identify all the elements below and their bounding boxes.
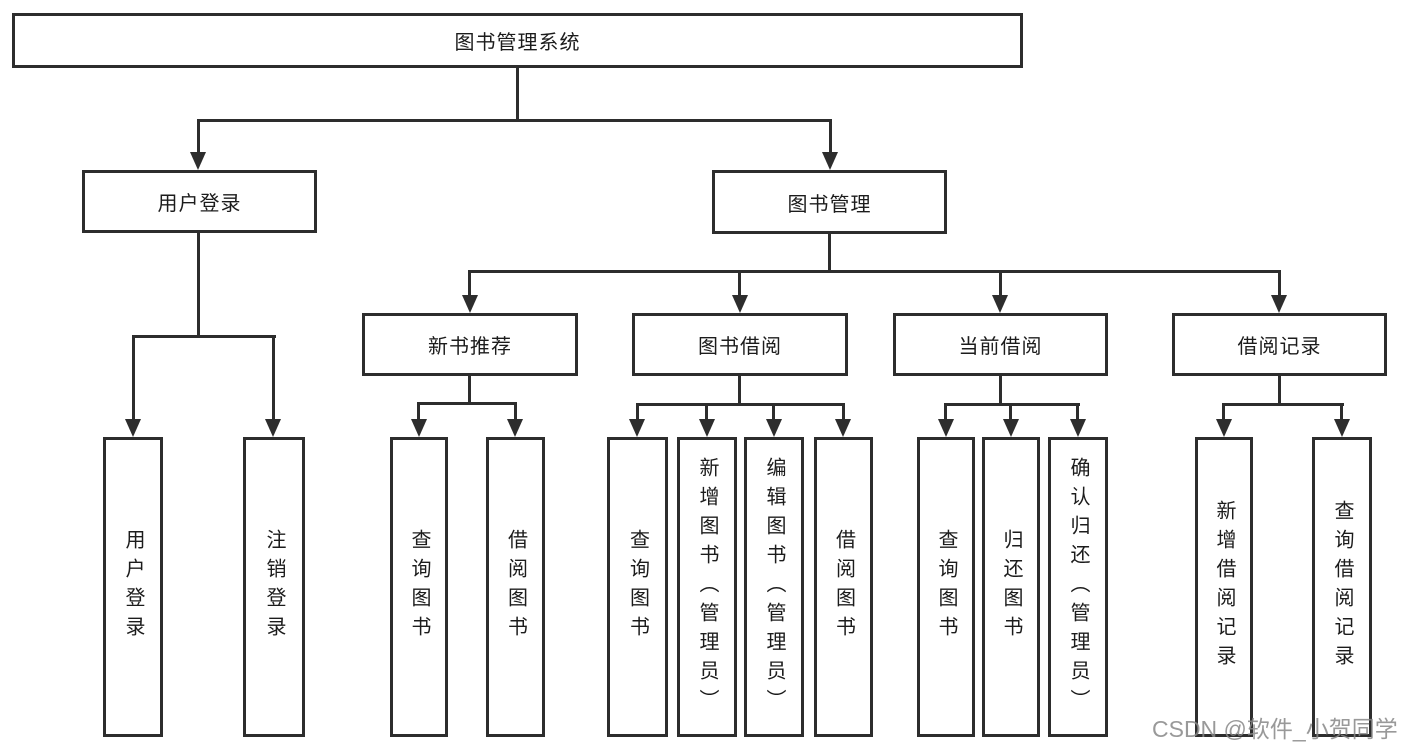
leaf-borrow-books: 借阅图书 (814, 437, 873, 737)
arrow-down-icon (1070, 419, 1086, 437)
leaf-user-login: 用户登录 (103, 437, 163, 737)
arrow-down-icon (732, 295, 748, 313)
node-label: 图书管理 (787, 193, 872, 216)
connector-line (999, 273, 1002, 295)
node-label: 借阅记录 (1237, 336, 1322, 358)
connector-line (417, 405, 420, 419)
arrow-down-icon (265, 419, 281, 437)
arrow-down-icon (1334, 419, 1350, 437)
node-current-borrowing: 当前借阅 (893, 313, 1108, 376)
arrow-down-icon (125, 419, 141, 437)
connector-line (738, 376, 741, 403)
leaf-label: 确认归还（管理员） (1067, 456, 1089, 718)
connector-line (516, 68, 519, 119)
connector-line (829, 122, 832, 152)
connector-line (636, 406, 639, 419)
node-book-borrowing: 图书借阅 (632, 313, 848, 376)
connector-line (132, 338, 135, 419)
connector-line (1222, 406, 1225, 419)
arrow-down-icon (411, 419, 427, 437)
node-new-book-recommend: 新书推荐 (362, 313, 578, 376)
leaf-label: 新增借阅记录 (1213, 500, 1235, 674)
arrow-down-icon (835, 419, 851, 437)
connector-line (1278, 376, 1281, 403)
node-label: 图书借阅 (698, 336, 782, 358)
connector-line (197, 122, 200, 152)
leaf-label: 编辑图书（管理员） (763, 456, 785, 718)
leaf-add-borrow-record: 新增借阅记录 (1195, 437, 1253, 737)
leaf-label: 注销登录 (263, 529, 285, 645)
leaf-query-borrow-record: 查询借阅记录 (1312, 437, 1372, 737)
connector-line (468, 270, 1281, 273)
node-label: 用户登录 (157, 193, 242, 215)
connector-line (944, 403, 1080, 406)
leaf-query-books-borrowing: 查询图书 (607, 437, 668, 737)
leaf-label: 查询图书 (626, 529, 649, 645)
leaf-label: 新增图书（管理员） (696, 456, 718, 718)
node-library-management-system: 图书管理系统 (12, 13, 1023, 68)
connector-line (705, 406, 708, 419)
connector-line (417, 402, 517, 405)
arrow-down-icon (1003, 419, 1019, 437)
connector-line (1076, 406, 1079, 419)
leaf-return-books: 归还图书 (982, 437, 1040, 737)
leaf-label: 借阅图书 (832, 529, 855, 645)
connector-line (197, 233, 200, 335)
arrow-down-icon (766, 419, 782, 437)
arrow-down-icon (822, 152, 838, 170)
connector-line (842, 406, 845, 419)
connector-line (132, 335, 276, 338)
leaf-query-books-current: 查询图书 (917, 437, 975, 737)
connector-line (828, 234, 831, 270)
connector-line (738, 273, 741, 295)
connector-line (944, 406, 947, 419)
leaf-confirm-return-admin: 确认归还（管理员） (1048, 437, 1108, 737)
connector-line (636, 403, 845, 406)
connector-line (272, 338, 275, 419)
arrow-down-icon (699, 419, 715, 437)
leaf-label: 用户登录 (122, 529, 144, 645)
arrow-down-icon (1271, 295, 1287, 313)
leaf-label: 查询图书 (935, 529, 957, 645)
leaf-query-books-recommend: 查询图书 (390, 437, 448, 737)
leaf-logout: 注销登录 (243, 437, 305, 737)
connector-line (1278, 273, 1281, 295)
leaf-borrow-books-recommend: 借阅图书 (486, 437, 545, 737)
node-label: 当前借阅 (958, 336, 1043, 358)
node-user-login: 用户登录 (82, 170, 317, 233)
arrow-down-icon (629, 419, 645, 437)
connector-line (468, 273, 471, 295)
node-borrowing-records: 借阅记录 (1172, 313, 1387, 376)
connector-line (514, 405, 517, 419)
arrow-down-icon (992, 295, 1008, 313)
arrow-down-icon (507, 419, 523, 437)
leaf-label: 归还图书 (1000, 529, 1022, 645)
arrow-down-icon (190, 152, 206, 170)
connector-line (1222, 403, 1344, 406)
csdn-watermark: CSDN @软件_小贺同学 (1152, 716, 1398, 742)
leaf-label: 查询图书 (408, 529, 430, 645)
leaf-label: 查询借阅记录 (1331, 500, 1353, 674)
leaf-label: 借阅图书 (504, 529, 527, 645)
node-book-management: 图书管理 (712, 170, 947, 234)
connector-line (197, 119, 832, 122)
node-label: 新书推荐 (428, 336, 512, 358)
node-label: 图书管理系统 (454, 32, 581, 54)
connector-line (1340, 406, 1343, 419)
connector-line (772, 406, 775, 419)
connector-line (999, 376, 1002, 403)
arrow-down-icon (1216, 419, 1232, 437)
connector-line (1009, 406, 1012, 419)
leaf-add-books-admin: 新增图书（管理员） (677, 437, 737, 737)
leaf-edit-books-admin: 编辑图书（管理员） (744, 437, 804, 737)
connector-line (468, 376, 471, 402)
arrow-down-icon (462, 295, 478, 313)
arrow-down-icon (938, 419, 954, 437)
